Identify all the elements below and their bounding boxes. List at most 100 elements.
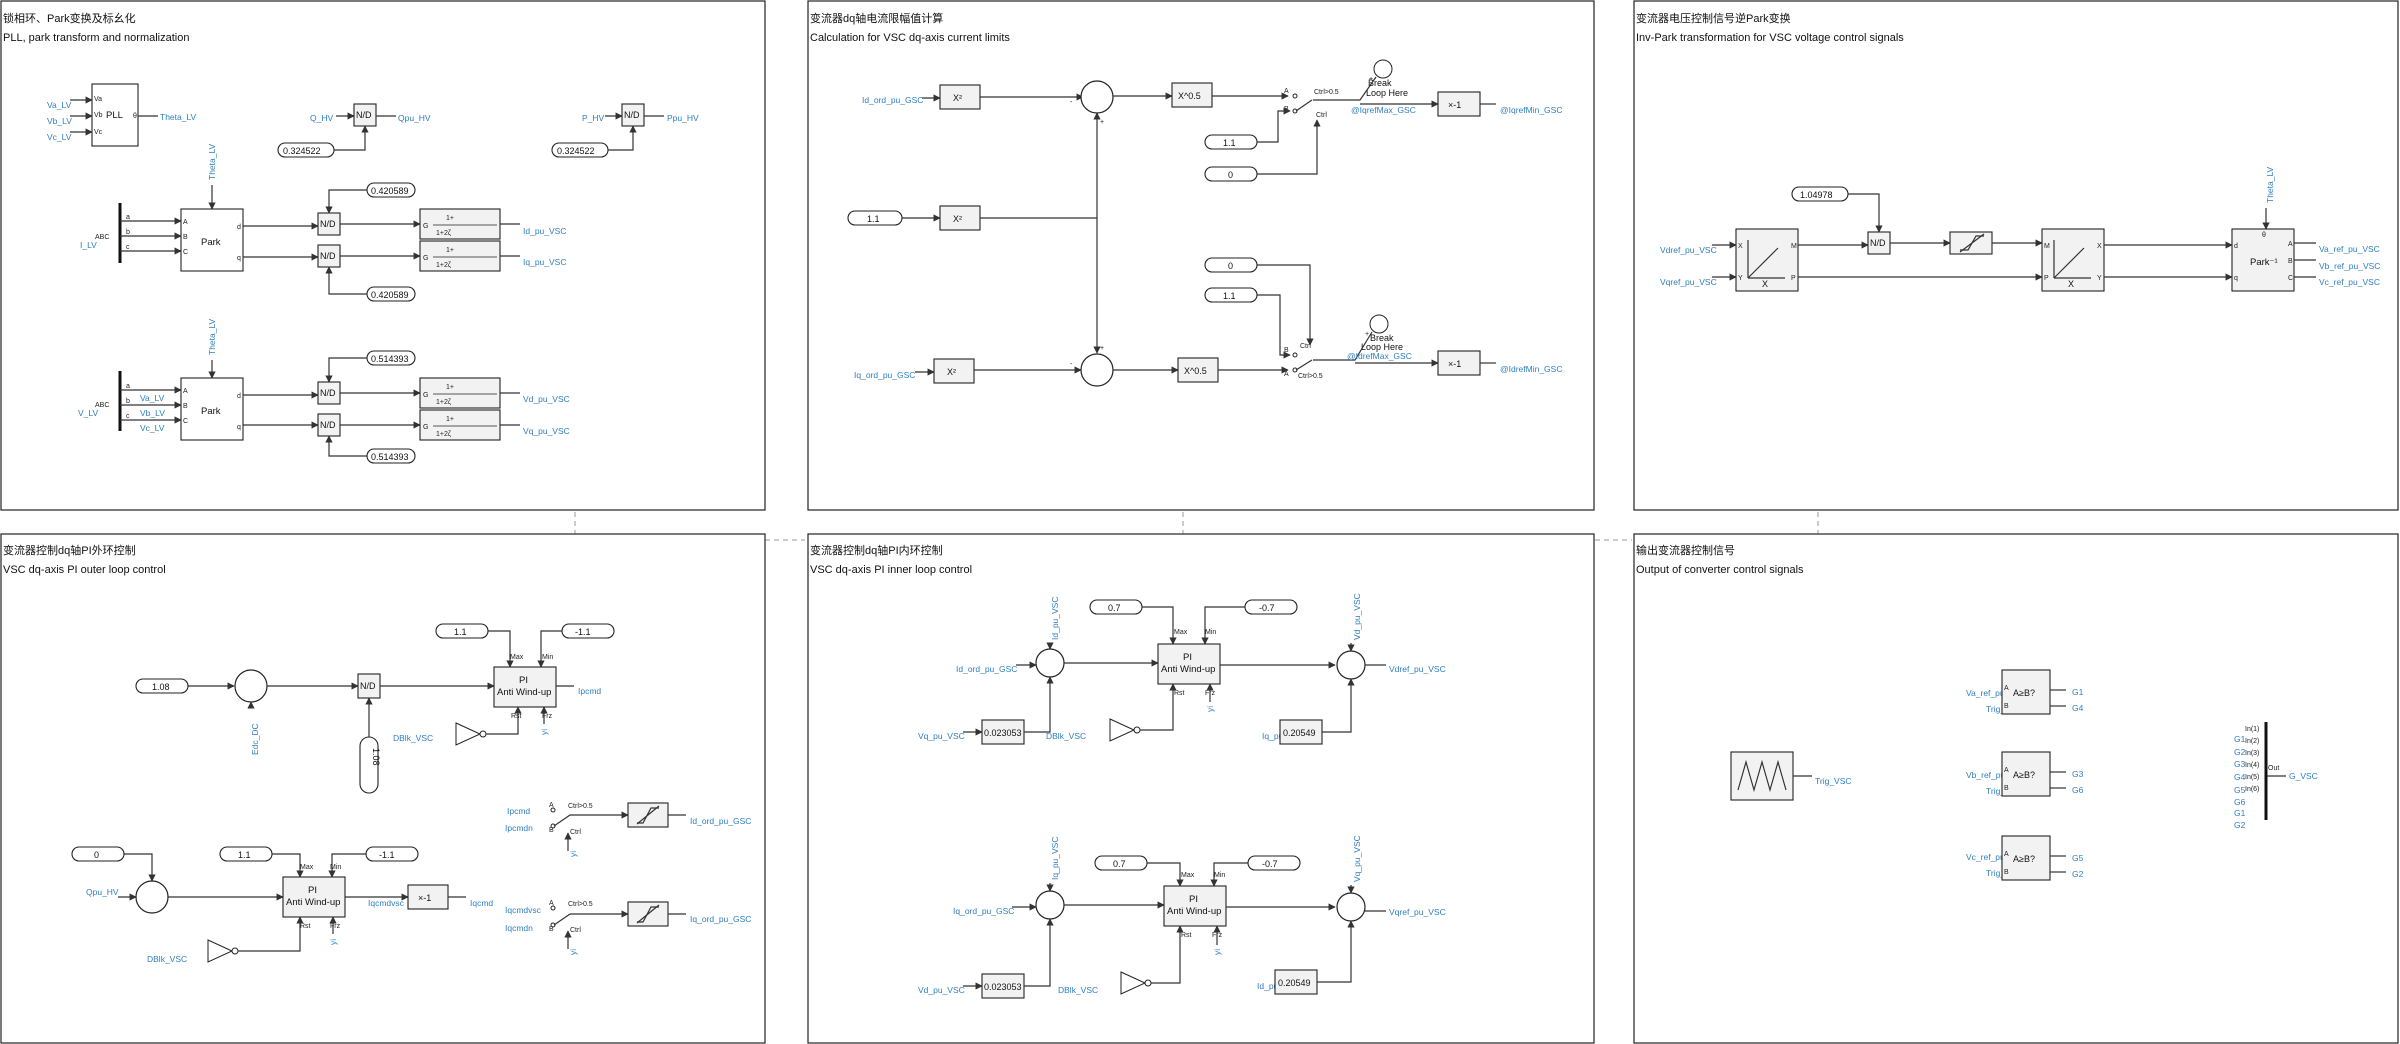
- comparator-block-a[interactable]: A≥B? A B: [2001, 669, 2051, 715]
- gain-block-qd[interactable]: 0.20549: [1274, 969, 1318, 995]
- q-divider-block[interactable]: N/D: [353, 103, 377, 127]
- svg-text:N/D: N/D: [320, 420, 336, 430]
- square-block-id[interactable]: X²: [939, 84, 981, 110]
- vlimit-const[interactable]: 1.04978: [1791, 186, 1849, 202]
- svg-text:Ctrl: Ctrl: [1316, 112, 1327, 119]
- inv-park-block[interactable]: Park⁻¹ d q θ A B C: [2231, 228, 2295, 292]
- filter-block-id[interactable]: G 1+ 1+2ζ: [419, 208, 501, 240]
- gain-block-q[interactable]: 0.023053: [981, 973, 1025, 999]
- min-const-1[interactable]: -1.1: [561, 623, 615, 639]
- pll-block[interactable]: PLL Va Vb Vc θ: [91, 83, 139, 147]
- const-0-q[interactable]: 0: [71, 846, 125, 862]
- svg-text:Y: Y: [1738, 275, 1743, 282]
- break-loop-1[interactable]: + Break Loop Here: [1366, 59, 1408, 98]
- p-divider-block[interactable]: N/D: [621, 103, 645, 127]
- not-gate-2[interactable]: [207, 939, 239, 963]
- vd-divider-block[interactable]: N/D: [317, 381, 341, 405]
- svg-text:Va: Va: [94, 96, 102, 103]
- p-base-const[interactable]: 0.324522: [551, 142, 609, 158]
- pi-inner-d[interactable]: PI Anti Wind-up: [1157, 643, 1221, 685]
- v-base-const-bottom[interactable]: 0.514393: [366, 448, 416, 464]
- min-const-2[interactable]: -1.1: [365, 846, 419, 862]
- signal-g1: G1: [2072, 687, 2084, 697]
- square-block-iq[interactable]: X²: [933, 358, 975, 384]
- i-base-const-bottom[interactable]: 0.420589: [366, 286, 416, 302]
- svg-text:Ctrl: Ctrl: [1300, 343, 1311, 350]
- svg-text:B: B: [2004, 869, 2009, 876]
- negate-block-2[interactable]: ×-1: [1437, 350, 1481, 376]
- comparator-block-c[interactable]: A≥B? A B: [2001, 835, 2051, 881]
- max-const-inner-d[interactable]: 0.7: [1089, 599, 1143, 615]
- limiter-q[interactable]: [627, 901, 669, 927]
- square-block-const[interactable]: X²: [939, 205, 981, 231]
- max-const-inner-q[interactable]: 0.7: [1094, 855, 1148, 871]
- filter-block-vd[interactable]: G 1+ 1+2ζ: [419, 377, 501, 409]
- polar-to-rect-block[interactable]: M P X Y X: [2041, 228, 2105, 292]
- filter-block-iq[interactable]: G 1+ 1+2ζ: [419, 240, 501, 272]
- filter-block-vq[interactable]: G 1+ 1+2ζ: [419, 409, 501, 441]
- vdc-base-const[interactable]: 1.08: [359, 736, 381, 794]
- negate-block-q[interactable]: ×-1: [407, 884, 449, 910]
- dc-divider-block[interactable]: N/D: [357, 673, 381, 699]
- const-0-b[interactable]: 0: [1204, 257, 1258, 273]
- comparator-block-b[interactable]: A≥B? A B: [2001, 751, 2051, 797]
- rect-to-polar-block[interactable]: X Y M P X: [1735, 228, 1799, 292]
- park-block-voltage[interactable]: Park A B C d q: [180, 377, 244, 441]
- sqrt-block-2[interactable]: X^0.5: [1177, 357, 1219, 383]
- min-const-inner-q[interactable]: -0.7: [1247, 855, 1301, 871]
- limiter-d[interactable]: [627, 802, 669, 828]
- signal-va-lv-2: Va_LV: [140, 393, 165, 403]
- id-divider-block[interactable]: N/D: [317, 212, 341, 236]
- pi-inner-q[interactable]: PI Anti Wind-up: [1163, 885, 1227, 927]
- selector-switch-q[interactable]: [550, 905, 571, 928]
- voltage-normalize-divider[interactable]: N/D: [1867, 231, 1891, 255]
- not-gate-1[interactable]: [455, 722, 487, 746]
- break-loop-2[interactable]: + Break Loop Here: [1361, 314, 1403, 352]
- v-base-const-top[interactable]: 0.514393: [366, 350, 416, 366]
- svg-text:ABC: ABC: [95, 402, 109, 409]
- signal-idrefmin-gsc: @IdrefMin_GSC: [1500, 364, 1562, 374]
- sqrt-block-1[interactable]: X^0.5: [1171, 82, 1213, 108]
- svg-text:a: a: [126, 383, 130, 390]
- svg-text:B: B: [183, 234, 188, 241]
- max-const-1[interactable]: 1.1: [435, 623, 489, 639]
- selector-switch-d[interactable]: [550, 807, 571, 829]
- triangle-wave-generator[interactable]: [1730, 751, 1794, 801]
- min-const-inner-d[interactable]: -0.7: [1244, 599, 1298, 615]
- negate-block-1[interactable]: ×-1: [1437, 91, 1481, 117]
- svg-text:1+: 1+: [446, 384, 454, 391]
- pi-outer-q[interactable]: PI Anti Wind-up Max Min Rst Frz: [282, 864, 346, 930]
- gain-block-d[interactable]: 0.023053: [981, 719, 1025, 745]
- svg-text:Y: Y: [2097, 275, 2102, 282]
- gain-block-dq[interactable]: 0.20549: [1279, 719, 1323, 745]
- selector-switch-2[interactable]: [1292, 352, 1313, 373]
- limiter-block[interactable]: [1949, 231, 1993, 255]
- max-const-2[interactable]: 1.1: [219, 846, 273, 862]
- svg-text:0.420589: 0.420589: [371, 186, 409, 196]
- mux-block[interactable]: In(1) In(2) In(3) In(4) In(5) In(6) Out: [2245, 722, 2279, 820]
- pi-outer-d[interactable]: PI Anti Wind-up Max Min Rst Frz: [493, 654, 557, 720]
- iq-divider-block[interactable]: N/D: [317, 244, 341, 268]
- svg-text:A: A: [183, 388, 188, 395]
- svg-text:q: q: [237, 255, 241, 262]
- selector-switch-1[interactable]: [1292, 93, 1313, 114]
- vq-divider-block[interactable]: N/D: [317, 413, 341, 437]
- svg-text:c: c: [126, 413, 130, 420]
- sum-junction-2: [1080, 353, 1114, 387]
- svg-text:0: 0: [1228, 170, 1233, 180]
- const-1-1-b[interactable]: 1.1: [1204, 287, 1258, 303]
- const-1-1-input[interactable]: 1.1: [847, 210, 903, 226]
- svg-text:B: B: [1284, 106, 1289, 113]
- svg-text:Break: Break: [1368, 78, 1392, 88]
- svg-text:N/D: N/D: [356, 110, 372, 120]
- const-0-a[interactable]: 0: [1204, 166, 1258, 182]
- vdc-ref-const[interactable]: 1.08: [135, 678, 189, 694]
- svg-text:N/D: N/D: [624, 110, 640, 120]
- park-block-current[interactable]: Park A B C d q: [180, 208, 244, 272]
- i-base-const-top[interactable]: 0.420589: [366, 182, 416, 198]
- svg-text:In(5): In(5): [2245, 774, 2259, 781]
- signal-id-pu-vsc-in: Id_pu_VSC: [1050, 597, 1060, 640]
- const-1-1-a[interactable]: 1.1: [1204, 134, 1258, 150]
- q-base-const[interactable]: 0.324522: [277, 142, 335, 158]
- panel-pll-park: 锁相环、Park变换及标幺化 PLL, park transform and n…: [0, 0, 766, 511]
